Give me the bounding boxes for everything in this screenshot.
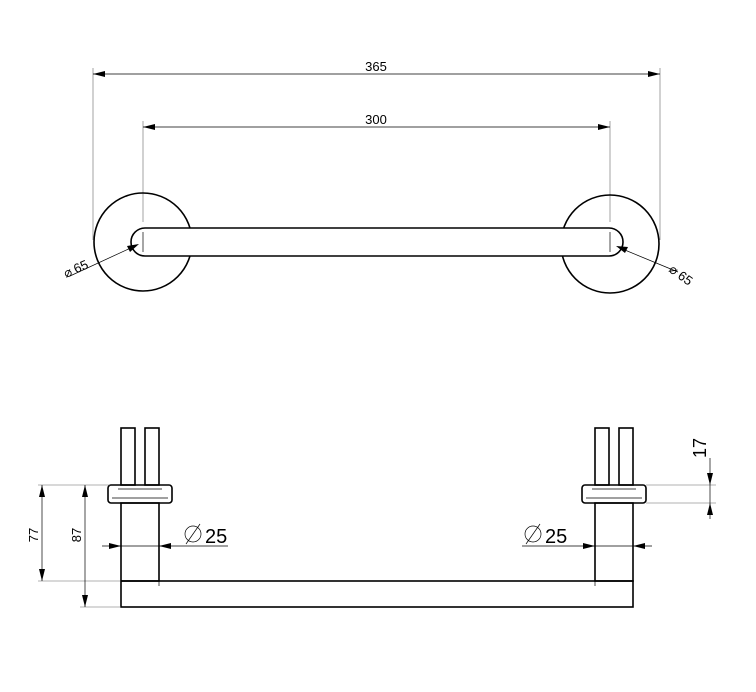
tube-diameter-left-label: 25 — [205, 526, 227, 548]
rosette-side-right — [581, 484, 647, 504]
dimension-300: 300 — [143, 112, 610, 130]
diameter-leader-right: ⌀ 65 — [616, 246, 696, 288]
tube-left — [120, 502, 160, 582]
rosette-diameter-right-label: 65 — [675, 268, 696, 289]
rosette-diameter-left-label: 65 — [71, 257, 90, 277]
side-view: 77 87 17 25 — [26, 427, 716, 608]
dimension-label-center: 300 — [365, 112, 387, 127]
rosette-side-left — [107, 484, 173, 504]
wall-post-left-a — [120, 427, 136, 486]
towel-bar-side — [120, 580, 634, 608]
wall-post-right-a — [594, 427, 610, 486]
wall-post-left-b — [144, 427, 160, 486]
dimension-365: 365 — [93, 59, 660, 77]
dimension-77: 77 — [26, 485, 45, 581]
dimension-tube-diameter-left: 25 — [102, 523, 228, 549]
dimension-tube-diameter-right: 25 — [522, 523, 652, 549]
tube-right — [594, 502, 634, 582]
height-87-label: 87 — [69, 528, 84, 542]
height-77-label: 77 — [26, 528, 41, 542]
dimension-87: 87 — [69, 485, 88, 607]
rosette-thickness-label: 17 — [690, 438, 710, 458]
dimension-17: 17 — [646, 438, 716, 519]
dimension-label-overall: 365 — [365, 59, 387, 74]
top-view: 365 300 ⌀ 65 ⌀ — [61, 59, 696, 294]
wall-post-right-b — [618, 427, 634, 486]
tube-diameter-right-label: 25 — [545, 526, 567, 548]
towel-bar-top — [130, 227, 624, 257]
diameter-leader-left: ⌀ 65 — [61, 244, 139, 281]
